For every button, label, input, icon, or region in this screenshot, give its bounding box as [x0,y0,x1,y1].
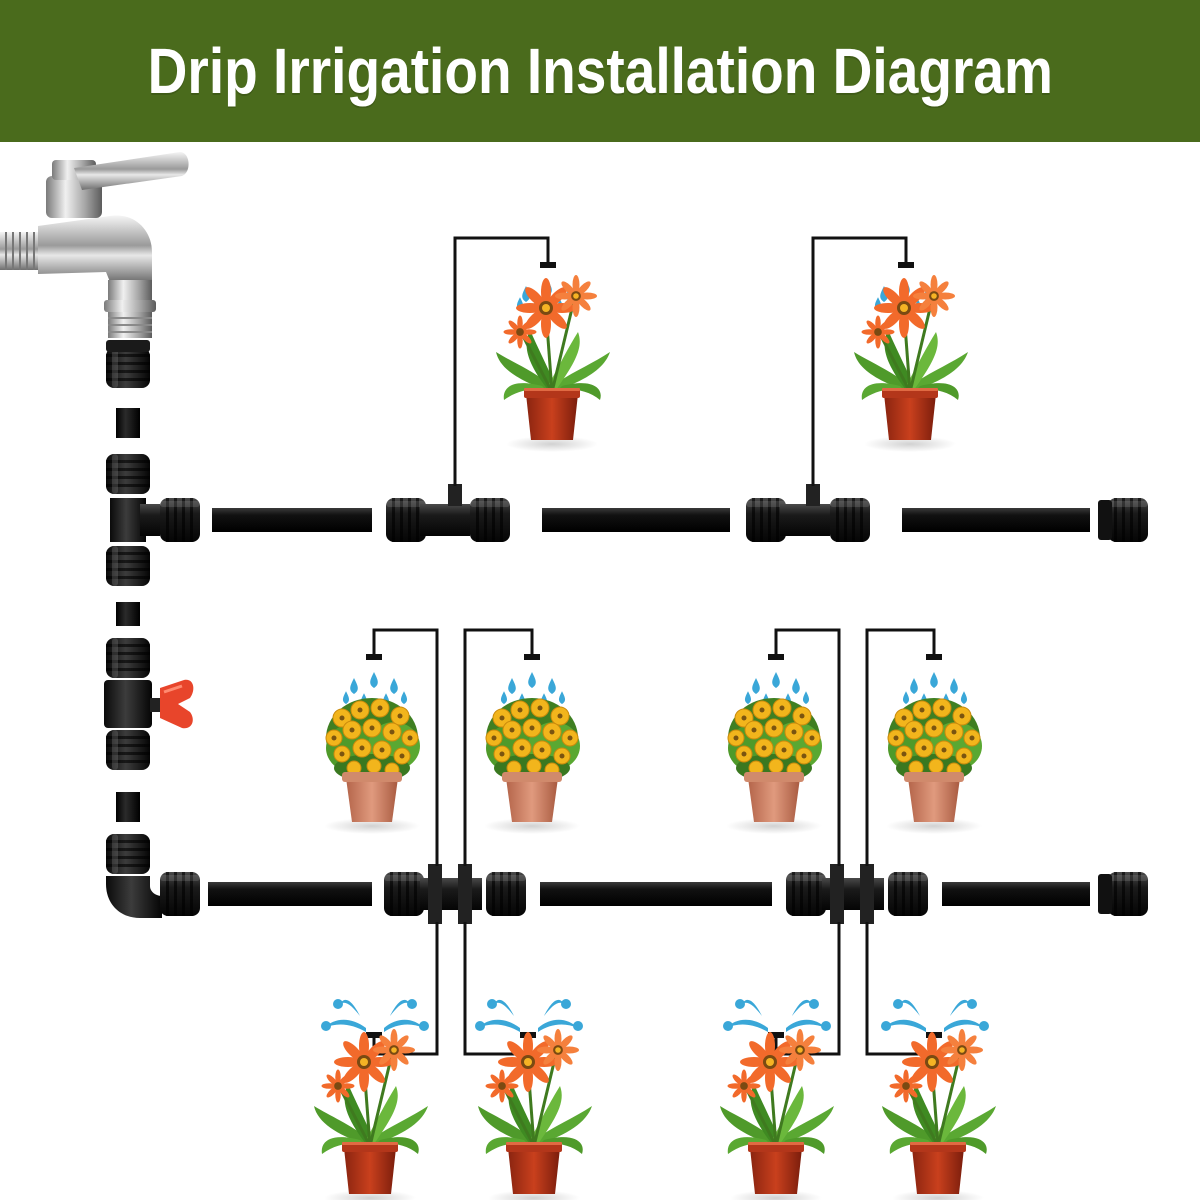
tee-connector-top [106,454,200,586]
irrigation-diagram [0,152,1148,1200]
shutoff-valve [104,638,194,770]
mum-plant-1 [323,697,421,835]
coupler-2 [746,484,870,542]
daisy-plant-upper-1 [494,273,612,454]
mum-plant-3 [725,697,823,835]
lower-spray-1 [321,999,429,1032]
cross-connector-1 [384,864,526,924]
cross-connector-2 [786,864,928,924]
lower-spray-4 [881,999,989,1032]
daisy-plant-upper-2 [852,273,970,454]
main-supply-line [104,340,200,918]
end-plug-lower [1098,872,1148,916]
upper-branch-line [212,484,1148,542]
faucet [0,152,189,338]
mum-plant-4 [885,697,983,835]
coupler-1 [386,484,510,542]
lower-spray-2 [475,999,583,1032]
lower-spray-3 [723,999,831,1032]
diagram-title: Drip Irrigation Installation Diagram [147,35,1053,107]
title-banner: Drip Irrigation Installation Diagram [0,0,1200,142]
end-plug-upper [1098,498,1148,542]
upper-micro-tubing [453,236,908,486]
lower-micro-tubing [372,922,936,1056]
elbow-connector [106,834,200,918]
mid-micro-tubing [372,628,936,866]
lower-branch-line [208,864,1148,924]
mum-plant-2 [483,697,581,835]
